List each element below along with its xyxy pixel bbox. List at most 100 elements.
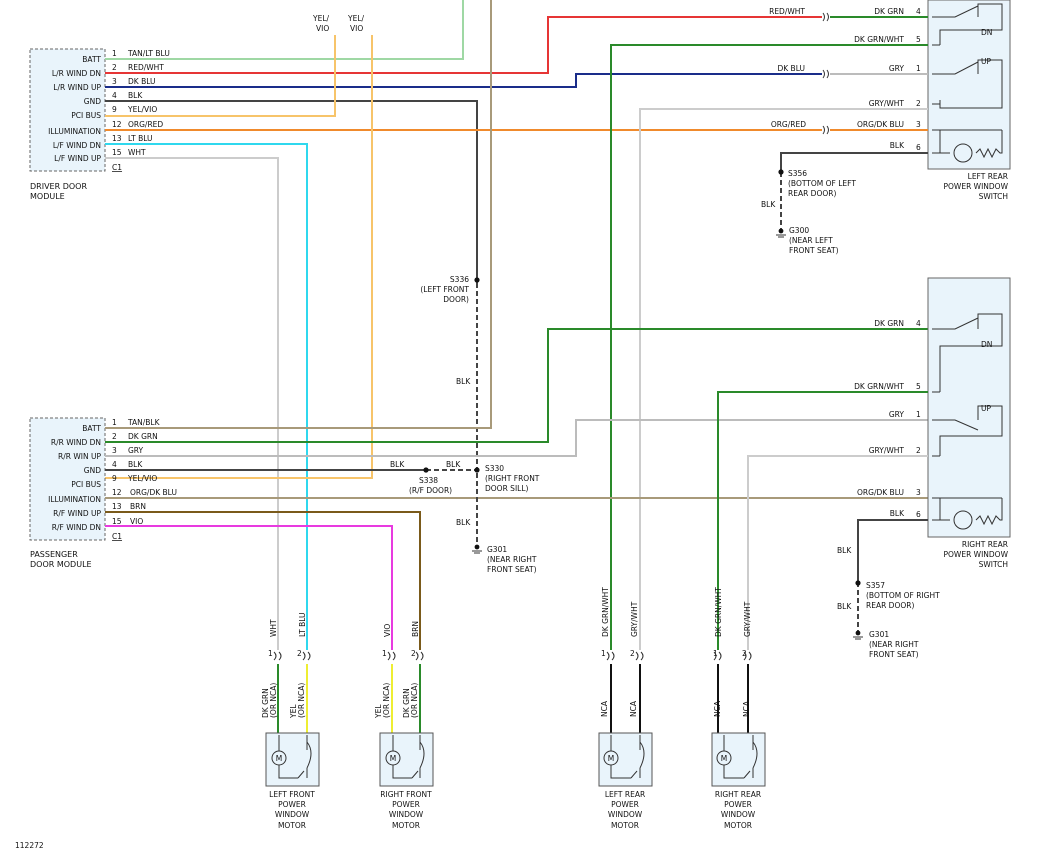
wire-label: BRN [411,621,420,637]
pin-number: 15 [112,148,122,157]
wire-label: VIO [130,517,143,526]
wire-label: DK GRN/WHT [714,587,723,637]
splice-label: (RIGHT FRONT [485,474,540,483]
switch-name: LEFT REAR [968,172,1008,181]
pin-label: L/F WIND DN [53,141,101,150]
pin-number: 2 [297,649,302,658]
wire-label: RED/WHT [128,63,164,72]
figure-id: 112272 [15,841,44,850]
pin-number: 5 [916,382,921,391]
wire-label: DK GRN [261,688,270,718]
wire-gry-wht-rr [747,455,928,650]
wire-label: BLK [837,602,852,611]
wire-label: BLK [456,518,471,527]
wire-label: LT BLU [128,134,153,143]
pin-number: 2 [916,446,921,455]
wire-label: YEL/VIO [127,474,157,483]
switch-name: RIGHT REAR [962,540,1008,549]
wire-blk-rr [857,519,928,582]
wire-label: TAN/LT BLU [127,49,170,58]
wire-label: NCA [742,700,751,717]
splice-s336 [474,277,480,283]
splice-s338 [423,467,429,473]
wire-label: BLK [390,460,405,469]
driver-pin-numbers: 1 2 3 4 9 12 13 15 [112,49,122,157]
wire-label: BLK [128,460,143,469]
wire-red-wht [105,16,822,74]
wire-label: DK GRN [874,7,904,16]
pin-number: 5 [916,35,921,44]
wire-label: RED/WHT [769,7,805,16]
switch-name: SWITCH [979,560,1008,569]
pin-number: 3 [916,488,921,497]
pin-number: 2 [112,432,117,441]
pin-label: L/R WIND UP [53,83,101,92]
pin-label: PCI BUS [71,111,101,120]
wire-yel-vio-pci [105,35,373,479]
driver-module-name: DRIVER DOOR [30,182,87,191]
splice-s357 [855,580,861,586]
wire-blk-driver-gnd [105,100,478,285]
ground-label: (NEAR LEFT [789,236,833,245]
pin-number: 2 [916,99,921,108]
wire-label: ORG/RED [771,120,806,129]
motor-name: POWER [611,800,639,809]
wire-label: GRY/WHT [743,601,752,637]
pin-number: 6 [916,143,921,152]
driver-door-module [29,48,106,172]
motor-glyph: M [390,754,396,763]
wire-label: GRY/WHT [630,601,639,637]
splice-label: (LEFT FRONT [420,285,469,294]
pin-number: 1 [916,410,921,419]
splice-s330 [474,467,480,473]
motor-name: WINDOW [721,810,756,819]
pin-number: 15 [112,517,122,526]
up-label: UP [981,404,991,413]
pin-label: ILLUMINATION [48,495,101,504]
motor-glyph: M [276,754,282,763]
ground-label: (NEAR RIGHT [869,640,919,649]
wire-label: DK GRN [874,319,904,328]
switch-name: POWER WINDOW [943,550,1008,559]
motor-name: POWER [724,800,752,809]
wire-label: VIO [350,24,363,33]
pin-label: GND [84,466,101,475]
ground-label: G301 [869,630,889,639]
ground-label: G300 [789,226,809,235]
wire-label: GRY/WHT [869,446,905,455]
wire-label: (OR NCA) [410,683,419,718]
passenger-door-module [29,417,106,541]
ground-label: FRONT SEAT) [869,650,919,659]
wire-brn [105,511,421,650]
pin-number: 2 [742,649,747,658]
passenger-module-pin-labels: BATT R/R WIND DN R/R WIN UP GND PCI BUS … [48,424,101,532]
motor-name: MOTOR [611,821,639,830]
pin-number: 4 [112,91,117,100]
motor-glyph: M [608,754,614,763]
wire-dk-grn-pass [105,328,928,443]
pin-number: 4 [916,319,921,328]
wire-yel-vio-driver [105,35,336,117]
wire-vio [105,525,393,650]
wire-tan-blk [105,0,492,429]
right-rear-switch [927,277,1011,538]
wire-label: ORG/DK BLU [857,488,904,497]
driver-wire-labels: TAN/LT BLU RED/WHT DK BLU BLK YEL/VIO OR… [127,49,170,157]
pin-label: BATT [82,424,101,433]
motor-name: POWER [278,800,306,809]
wire-wht [105,157,279,650]
motor-name: MOTOR [278,821,306,830]
wire-gry-pass [105,419,928,457]
right-front-motor-group: VIO BRN 1 2 YEL (OR NCA) DK GRN (OR NCA)… [374,621,434,830]
left-rear-switch [927,0,1011,170]
lr-switch-internals [932,3,1003,163]
wire-label: BLK [456,377,471,386]
driver-module-name: MODULE [30,192,65,201]
ground-g300-icon [776,228,786,238]
wire-label: VIO [316,24,329,33]
splice-label: (R/F DOOR) [409,486,452,495]
left-front-motor-group: WHT LT BLU 1 2 DK GRN (OR NCA) YEL (OR N… [261,612,320,830]
ground-label: FRONT SEAT) [487,565,537,574]
wire-label: ORG/RED [128,120,163,129]
